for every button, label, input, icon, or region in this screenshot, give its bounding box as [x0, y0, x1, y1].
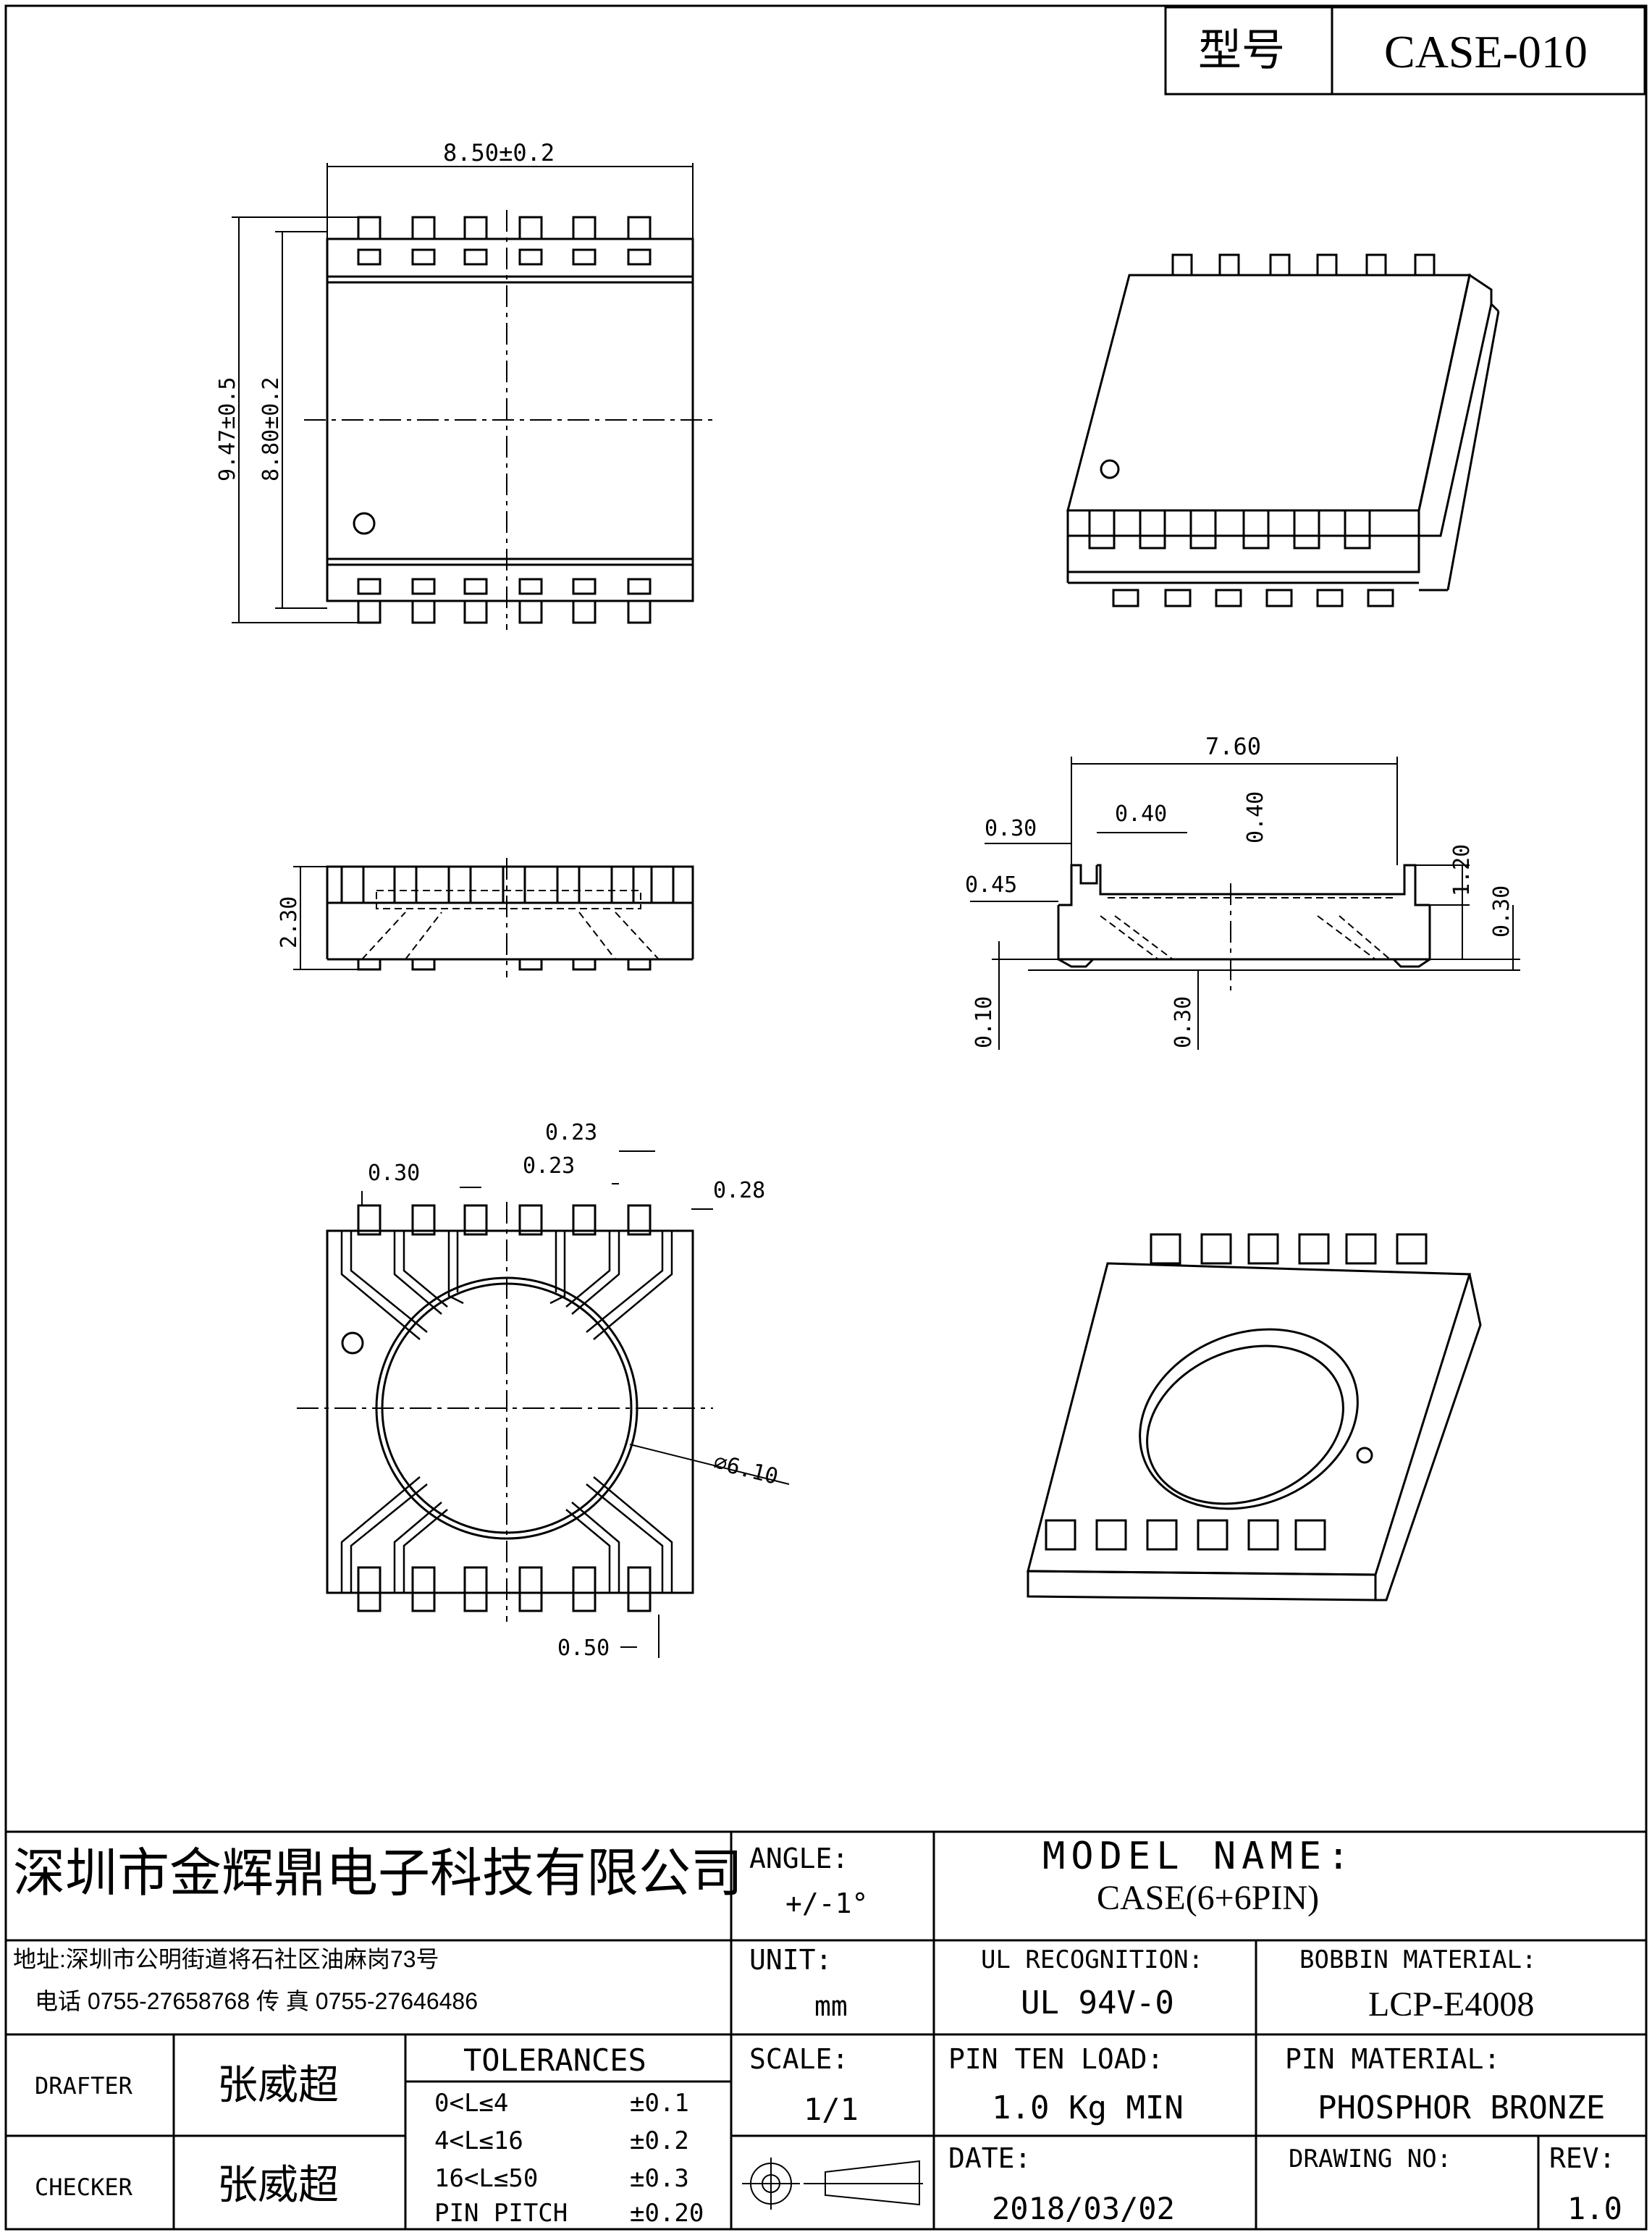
- tol-value: ±0.1: [630, 2089, 689, 2118]
- tolerances-label: TOLERANCES: [463, 2042, 646, 2078]
- scale-value: 1/1: [804, 2092, 859, 2127]
- unit-value: mm: [814, 1990, 848, 2022]
- title-block: [6, 1830, 1646, 2229]
- iso-view-bottom: [1027, 1233, 1482, 1601]
- tol-value: ±0.20: [630, 2199, 704, 2228]
- top-view: [232, 163, 713, 630]
- angle-value: +/-1°: [785, 1887, 869, 1919]
- dim-pin-offset: 0.45: [965, 872, 1018, 898]
- ul-label: UL RECOGNITION:: [981, 1945, 1204, 1974]
- dim-side-height: 2.30: [277, 896, 302, 948]
- date-label: DATE:: [948, 2142, 1032, 2174]
- dim-pin-height: 1.20: [1449, 843, 1475, 896]
- iso-view-top: [1066, 253, 1500, 607]
- dim-pin-space: 0.30: [368, 1161, 421, 1186]
- scale-label: SCALE:: [749, 2043, 849, 2075]
- pin-material-label: PIN MATERIAL:: [1285, 2043, 1501, 2075]
- pin-load-label: PIN TEN LOAD:: [948, 2043, 1164, 2075]
- pin-load-value: 1.0 Kg MIN: [992, 2089, 1184, 2126]
- bottom-view: [297, 1150, 790, 1658]
- tol-range: 0<L≤4: [434, 2089, 509, 2118]
- company-name: 深圳市金辉鼎电子科技有限公司: [13, 1845, 743, 1903]
- dim-span: 7.60: [1205, 733, 1262, 760]
- dim-pin-edge: 0.28: [713, 1178, 766, 1203]
- tol-value: ±0.3: [630, 2164, 689, 2193]
- model-label: MODEL NAME:: [1042, 1835, 1356, 1878]
- sheet-border: [4, 4, 1648, 2231]
- unit-label: UNIT:: [749, 1944, 833, 1976]
- ul-value: UL 94V-0: [1021, 1984, 1174, 2021]
- pin-material-value: PHOSPHOR BRONZE: [1318, 2089, 1606, 2126]
- rev-label: REV:: [1549, 2142, 1616, 2174]
- rev-value: 1.0: [1567, 2191, 1622, 2226]
- dim-pitch-gap: 0.50: [557, 1636, 610, 1661]
- dim-slot-b: 0.23: [523, 1153, 576, 1179]
- angle-label: ANGLE:: [749, 1843, 849, 1874]
- drawing-no-label: DRAWING NO:: [1289, 2144, 1452, 2173]
- dim-pin-gap: 0.30: [985, 816, 1037, 841]
- type-label: 型号: [1198, 26, 1285, 75]
- side-view-left: [293, 858, 694, 977]
- date-value: 2018/03/02: [992, 2191, 1175, 2226]
- side-view-right: [970, 757, 1520, 1050]
- company-phone: 电话 0755-27658768 传 真 0755-27646486: [35, 1988, 479, 2014]
- dim-pin-foot: 0.30: [1489, 885, 1514, 938]
- checker-label: CHECKER: [35, 2173, 132, 2201]
- tol-range: 16<L≤50: [434, 2164, 539, 2193]
- dim-standoff: 0.10: [972, 996, 997, 1048]
- tol-range: PIN PITCH: [434, 2199, 568, 2228]
- tol-range: 4<L≤16: [434, 2126, 523, 2155]
- dim-base-thk: 0.30: [1171, 996, 1196, 1048]
- checker-name: 张威超: [217, 2162, 339, 2207]
- case-code: CASE-010: [1384, 26, 1588, 77]
- model-value: CASE(6+6PIN): [1097, 1879, 1320, 1917]
- dim-slot-a: 0.23: [545, 1120, 598, 1145]
- dim-body-height: 8.80±0.2: [258, 376, 284, 482]
- dim-top-width: 8.50±0.2: [443, 139, 555, 167]
- dim-overall-height: 9.47±0.5: [215, 376, 240, 482]
- company-address: 地址:深圳市公明街道将石社区油麻岗73号: [13, 1946, 439, 1972]
- header-box: [1164, 6, 1646, 96]
- bobbin-value: LCP-E4008: [1368, 1985, 1535, 2024]
- drafter-label: DRAFTER: [35, 2072, 132, 2100]
- bobbin-label: BOBBIN MATERIAL:: [1299, 1945, 1537, 1974]
- dim-top-step: 0.40: [1243, 791, 1268, 843]
- dim-pin-width: 0.40: [1115, 801, 1168, 827]
- tol-value: ±0.2: [630, 2126, 689, 2155]
- drafter-name: 张威超: [217, 2062, 339, 2108]
